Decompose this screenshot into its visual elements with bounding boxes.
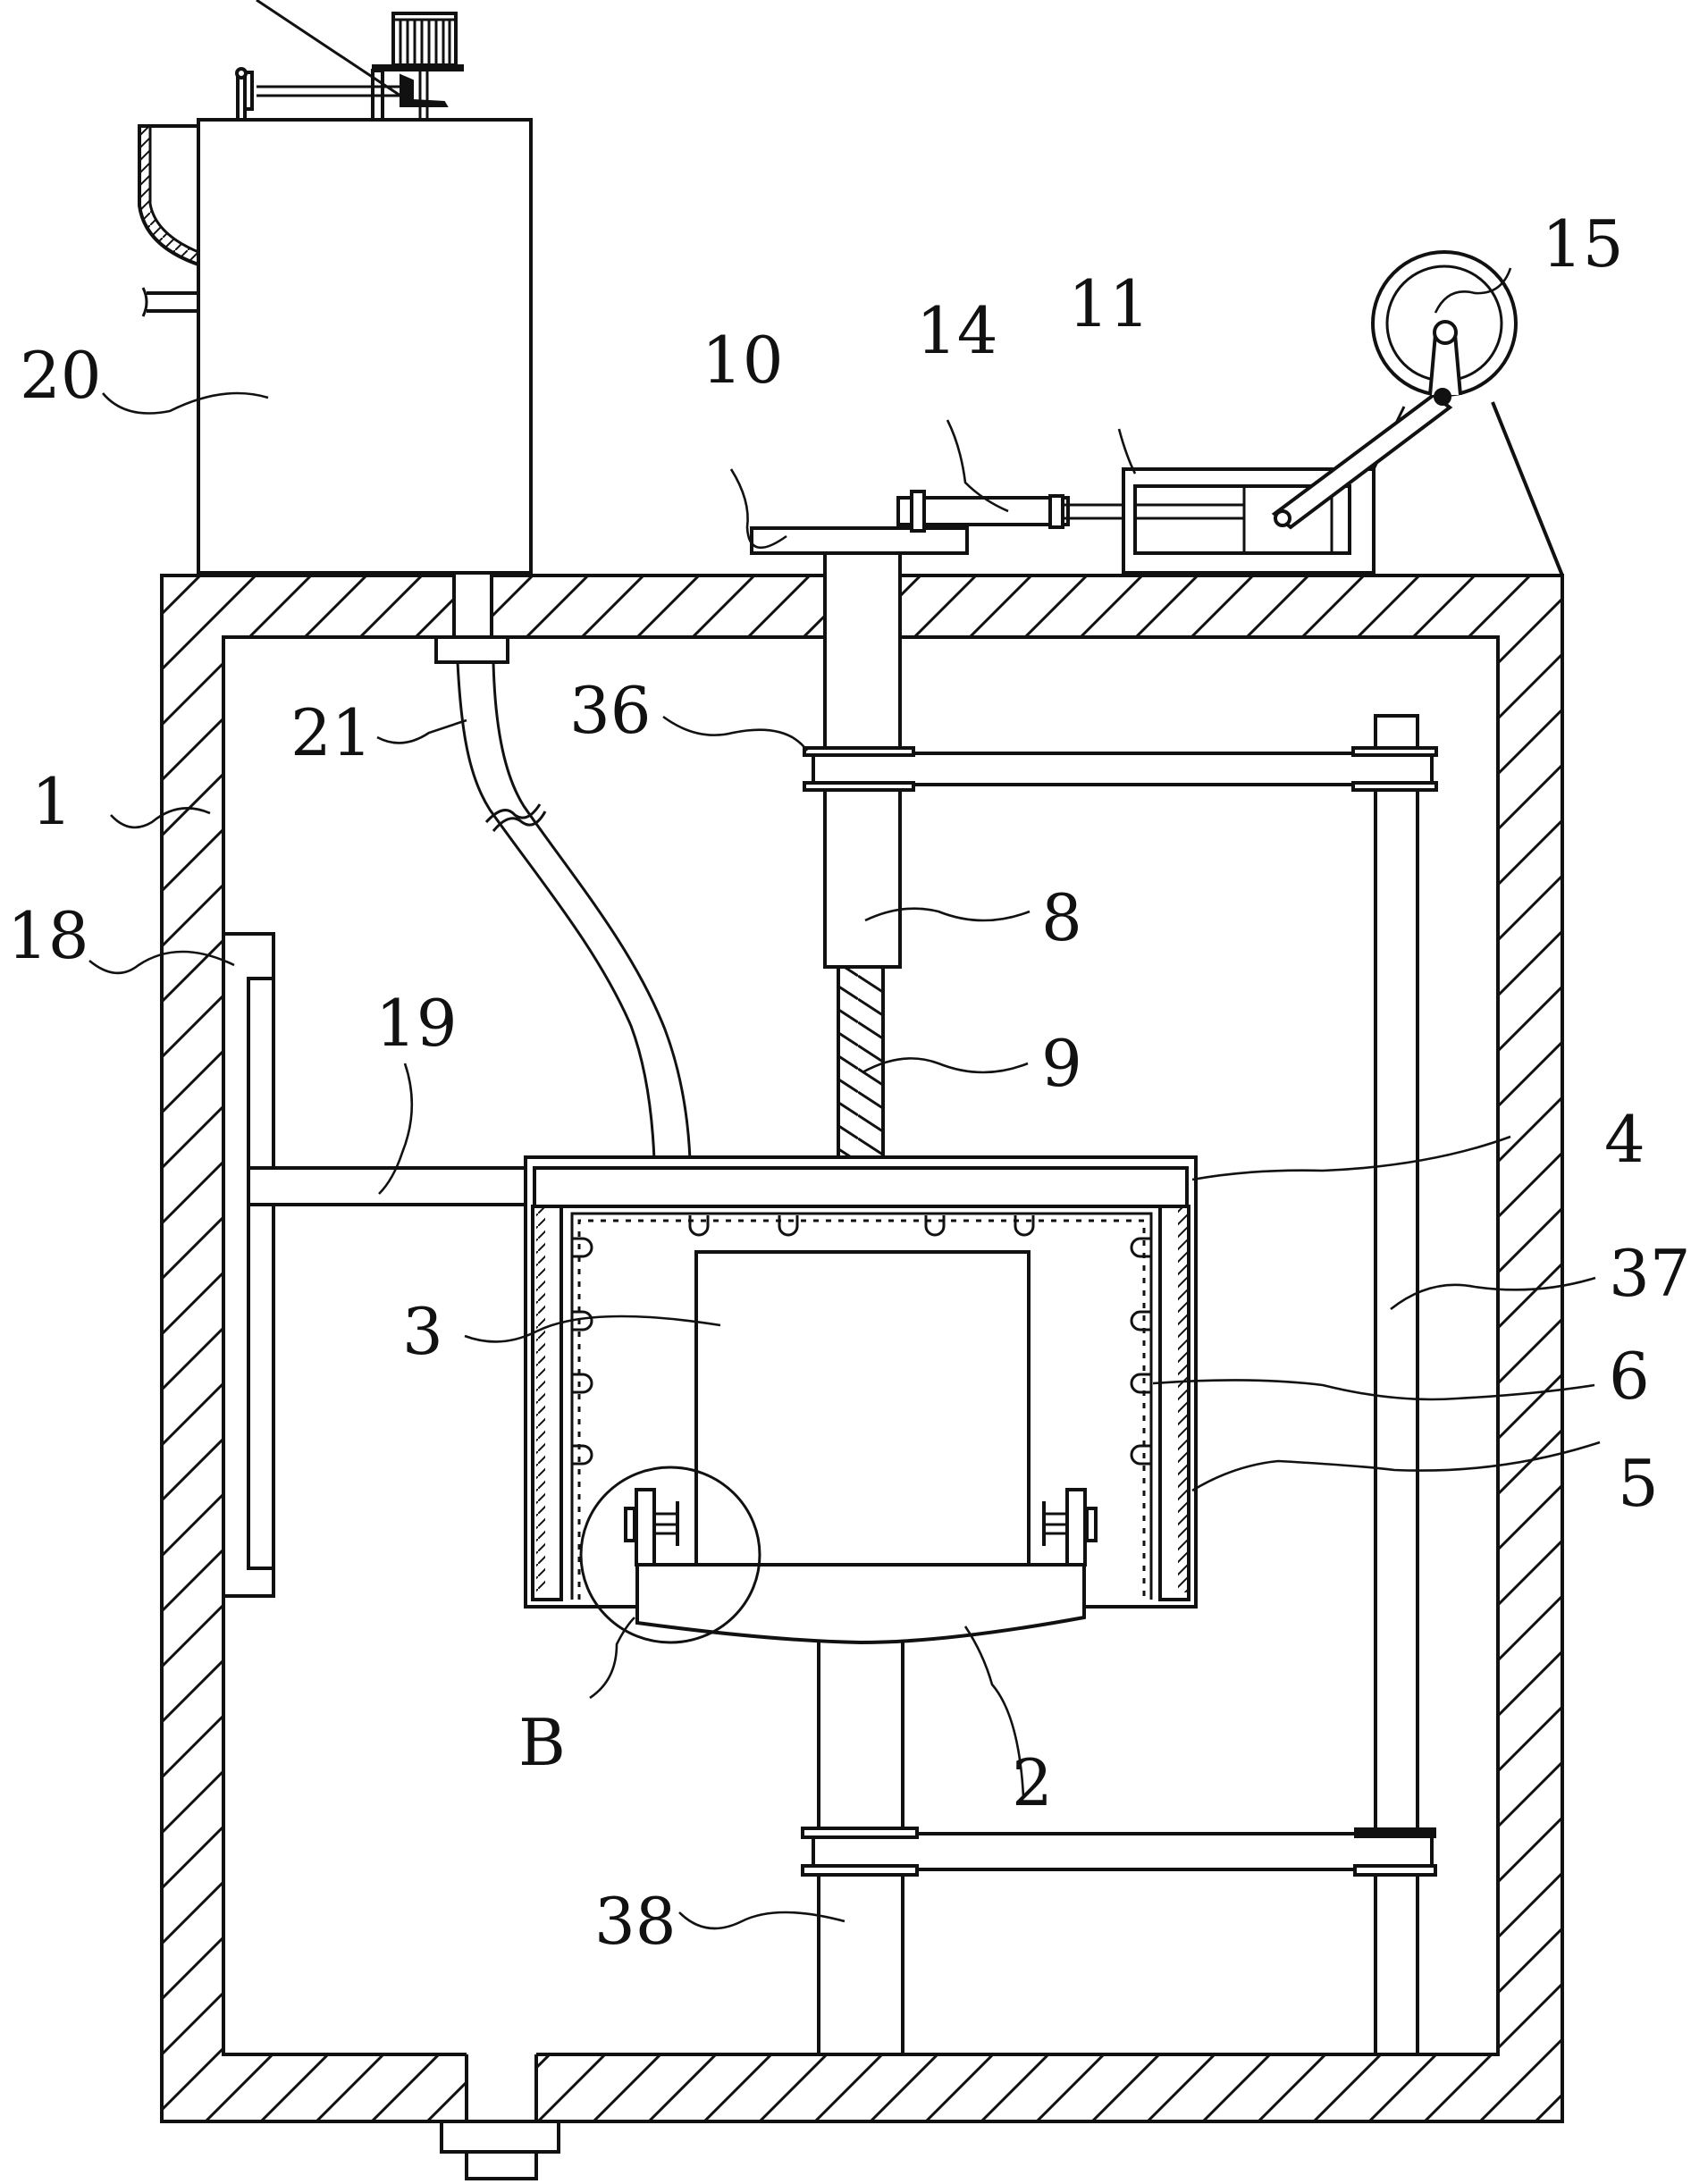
top-nozzles bbox=[688, 1215, 1035, 1237]
label-1: 1 bbox=[31, 764, 72, 839]
support-leg bbox=[1491, 401, 1564, 576]
liquid-tank bbox=[138, 0, 533, 575]
turntable bbox=[750, 526, 969, 555]
label-21: 21 bbox=[290, 695, 373, 770]
motor-assembly bbox=[235, 0, 464, 122]
crank-pin-high bbox=[1434, 388, 1451, 406]
label-10: 10 bbox=[702, 323, 784, 398]
leader-lines bbox=[88, 267, 1601, 1930]
leader-6 bbox=[1152, 1379, 1595, 1401]
label-37: 37 bbox=[1609, 1236, 1691, 1311]
workpiece bbox=[694, 1250, 1031, 1567]
bottom-wall-opening-drain bbox=[467, 2053, 536, 2124]
left-nozzles bbox=[572, 1237, 593, 1466]
label-8: 8 bbox=[1041, 880, 1082, 955]
leader-3 bbox=[464, 1315, 721, 1343]
leader-15 bbox=[1434, 267, 1512, 314]
belt-36 bbox=[812, 752, 1434, 786]
leader-14 bbox=[946, 419, 1009, 513]
hose-break-mark bbox=[484, 803, 547, 832]
label-11: 11 bbox=[1068, 266, 1150, 341]
support-plate bbox=[624, 1488, 1098, 1645]
motor-icon bbox=[391, 12, 458, 67]
leader-2 bbox=[963, 1625, 1025, 1797]
leader-36 bbox=[662, 715, 809, 752]
label-18: 18 bbox=[7, 898, 89, 973]
leader-10 bbox=[729, 468, 787, 550]
label-36: 36 bbox=[569, 673, 652, 748]
label-9: 9 bbox=[1041, 1026, 1082, 1101]
label-b: B bbox=[518, 1705, 566, 1780]
label-19: 19 bbox=[375, 986, 458, 1061]
detail-circle-b bbox=[579, 1466, 761, 1644]
right-nozzles bbox=[1130, 1237, 1151, 1466]
leader-5 bbox=[1191, 1441, 1601, 1492]
leader-8 bbox=[864, 907, 1031, 922]
screw-rod bbox=[837, 965, 885, 1159]
leader-4 bbox=[1191, 1135, 1511, 1181]
guide-rail bbox=[222, 932, 275, 1598]
leader-9 bbox=[862, 1057, 1029, 1074]
slider-arm bbox=[247, 1166, 527, 1206]
leader-20 bbox=[102, 391, 269, 415]
lower-shaft bbox=[801, 1619, 1437, 2056]
tank-body bbox=[197, 118, 533, 575]
label-15: 15 bbox=[1542, 206, 1624, 281]
cover-top-bar bbox=[533, 1166, 1189, 1208]
leader-38 bbox=[678, 1911, 846, 1930]
hose-outline-right bbox=[492, 661, 692, 1161]
leader-21 bbox=[376, 718, 467, 744]
label-6: 6 bbox=[1609, 1339, 1650, 1414]
connecting-rod bbox=[896, 490, 1123, 533]
label-14: 14 bbox=[916, 293, 998, 368]
hose bbox=[434, 635, 692, 1161]
labels: 20 10 14 11 15 21 36 1 18 19 8 9 4 3 37 … bbox=[7, 206, 1691, 1959]
label-3: 3 bbox=[402, 1294, 443, 1369]
label-4: 4 bbox=[1604, 1102, 1645, 1177]
leader-11 bbox=[1117, 428, 1137, 475]
label-38: 38 bbox=[594, 1884, 677, 1959]
leader-37 bbox=[1390, 1276, 1596, 1311]
drain-flange bbox=[440, 2120, 560, 2154]
guide-rail-slot bbox=[247, 977, 275, 1570]
crank-pin-low bbox=[1274, 509, 1291, 527]
crank-wheel bbox=[1271, 250, 1564, 576]
label-20: 20 bbox=[20, 338, 102, 413]
motor-fins bbox=[399, 20, 451, 65]
lower-belt bbox=[812, 1832, 1434, 1871]
hose-outline-left bbox=[456, 661, 656, 1161]
leader-18 bbox=[88, 950, 235, 975]
leader-19 bbox=[378, 1063, 414, 1195]
tank-side-pipe bbox=[147, 291, 198, 313]
leader-1 bbox=[110, 807, 211, 829]
hose-coupling bbox=[434, 635, 509, 664]
inner-liner bbox=[570, 1212, 1153, 1600]
label-2: 2 bbox=[1012, 1745, 1053, 1820]
top-wall-opening-hose bbox=[454, 574, 492, 640]
drain-pipe bbox=[465, 2150, 538, 2180]
leader-b bbox=[589, 1617, 635, 1700]
label-5: 5 bbox=[1618, 1446, 1659, 1521]
